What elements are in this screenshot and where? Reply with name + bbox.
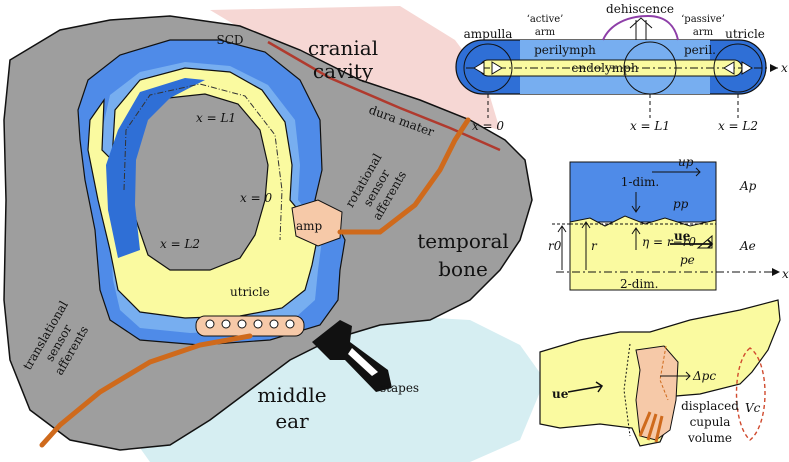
macula-dots	[205, 319, 295, 329]
cup-Vc: Vc	[745, 401, 761, 415]
cs-r0: r0	[548, 239, 562, 253]
translational-afferent-nerve	[39, 333, 253, 448]
schematic-passive-1: ‘passive’	[681, 14, 725, 25]
stapes	[312, 320, 392, 392]
schematic-active-1: ‘active’	[527, 14, 564, 25]
cs-Ae: Ae	[739, 239, 756, 253]
cs-Ap: Ap	[739, 179, 757, 193]
cs-eta: η = r−r0	[642, 235, 696, 249]
cs-x-axis: x	[782, 267, 789, 281]
canal-bone-core	[129, 93, 269, 271]
label-middle-ear-2: ear	[275, 409, 309, 433]
schematic-dehiscence: dehiscence	[606, 2, 674, 16]
dura-mater-line	[267, 40, 501, 152]
schematic-active-2: arm	[535, 27, 556, 38]
label-utricle-left: utricle	[230, 285, 270, 299]
rotational-afferent-nerve	[337, 117, 471, 235]
label-middle-ear-1: middle	[257, 383, 326, 407]
cs-1dim: 1-dim.	[621, 175, 659, 189]
label-temporal-1: temporal	[417, 229, 509, 253]
cs-pe: pe	[680, 253, 695, 267]
schematic-peril: peril.	[684, 43, 716, 57]
canal-schematic	[455, 14, 778, 118]
schematic-xL1: x = L1	[630, 119, 670, 133]
label-x-L2-left: x = L2	[160, 237, 200, 251]
schematic-passive-2: arm	[693, 27, 714, 38]
cup-ue: ue	[552, 387, 569, 401]
cs-ue: ue	[674, 229, 691, 243]
cupula-diagram	[539, 299, 781, 447]
cup-dpc: Δpc	[692, 369, 716, 383]
cs-r: r	[591, 239, 598, 253]
schematic-x0: x = 0	[472, 119, 504, 133]
schematic-ampulla: ampulla	[464, 27, 513, 41]
schematic-xL2: x = L2	[718, 119, 758, 133]
cross-section	[552, 161, 780, 291]
cs-up: up	[678, 155, 694, 169]
label-x-L1-left: x = L1	[196, 111, 236, 125]
label-temporal-2: bone	[438, 257, 488, 281]
ampulla	[291, 199, 343, 247]
label-x-0-left: x = 0	[240, 191, 272, 205]
label-amp: amp	[296, 219, 323, 233]
label-scd: SCD	[216, 33, 243, 47]
schematic-endolymph: endolymph	[571, 61, 638, 75]
cs-pp: pp	[673, 197, 689, 211]
cup-displaced-3: volume	[687, 431, 732, 445]
label-cranial-1: cranial	[308, 36, 378, 60]
schematic-utricle: utricle	[725, 27, 765, 41]
schematic-perilymph: perilymph	[534, 43, 596, 57]
cranial-cavity-region	[210, 6, 500, 130]
cs-2dim: 2-dim.	[620, 277, 658, 291]
cup-displaced-2: cupula	[690, 415, 731, 429]
label-stapes: stapes	[380, 381, 419, 395]
cup-displaced-1: displaced	[681, 399, 739, 413]
schematic-x-axis: x	[781, 61, 788, 75]
label-cranial-2: cavity	[313, 59, 374, 83]
canal-centerline	[123, 83, 283, 241]
